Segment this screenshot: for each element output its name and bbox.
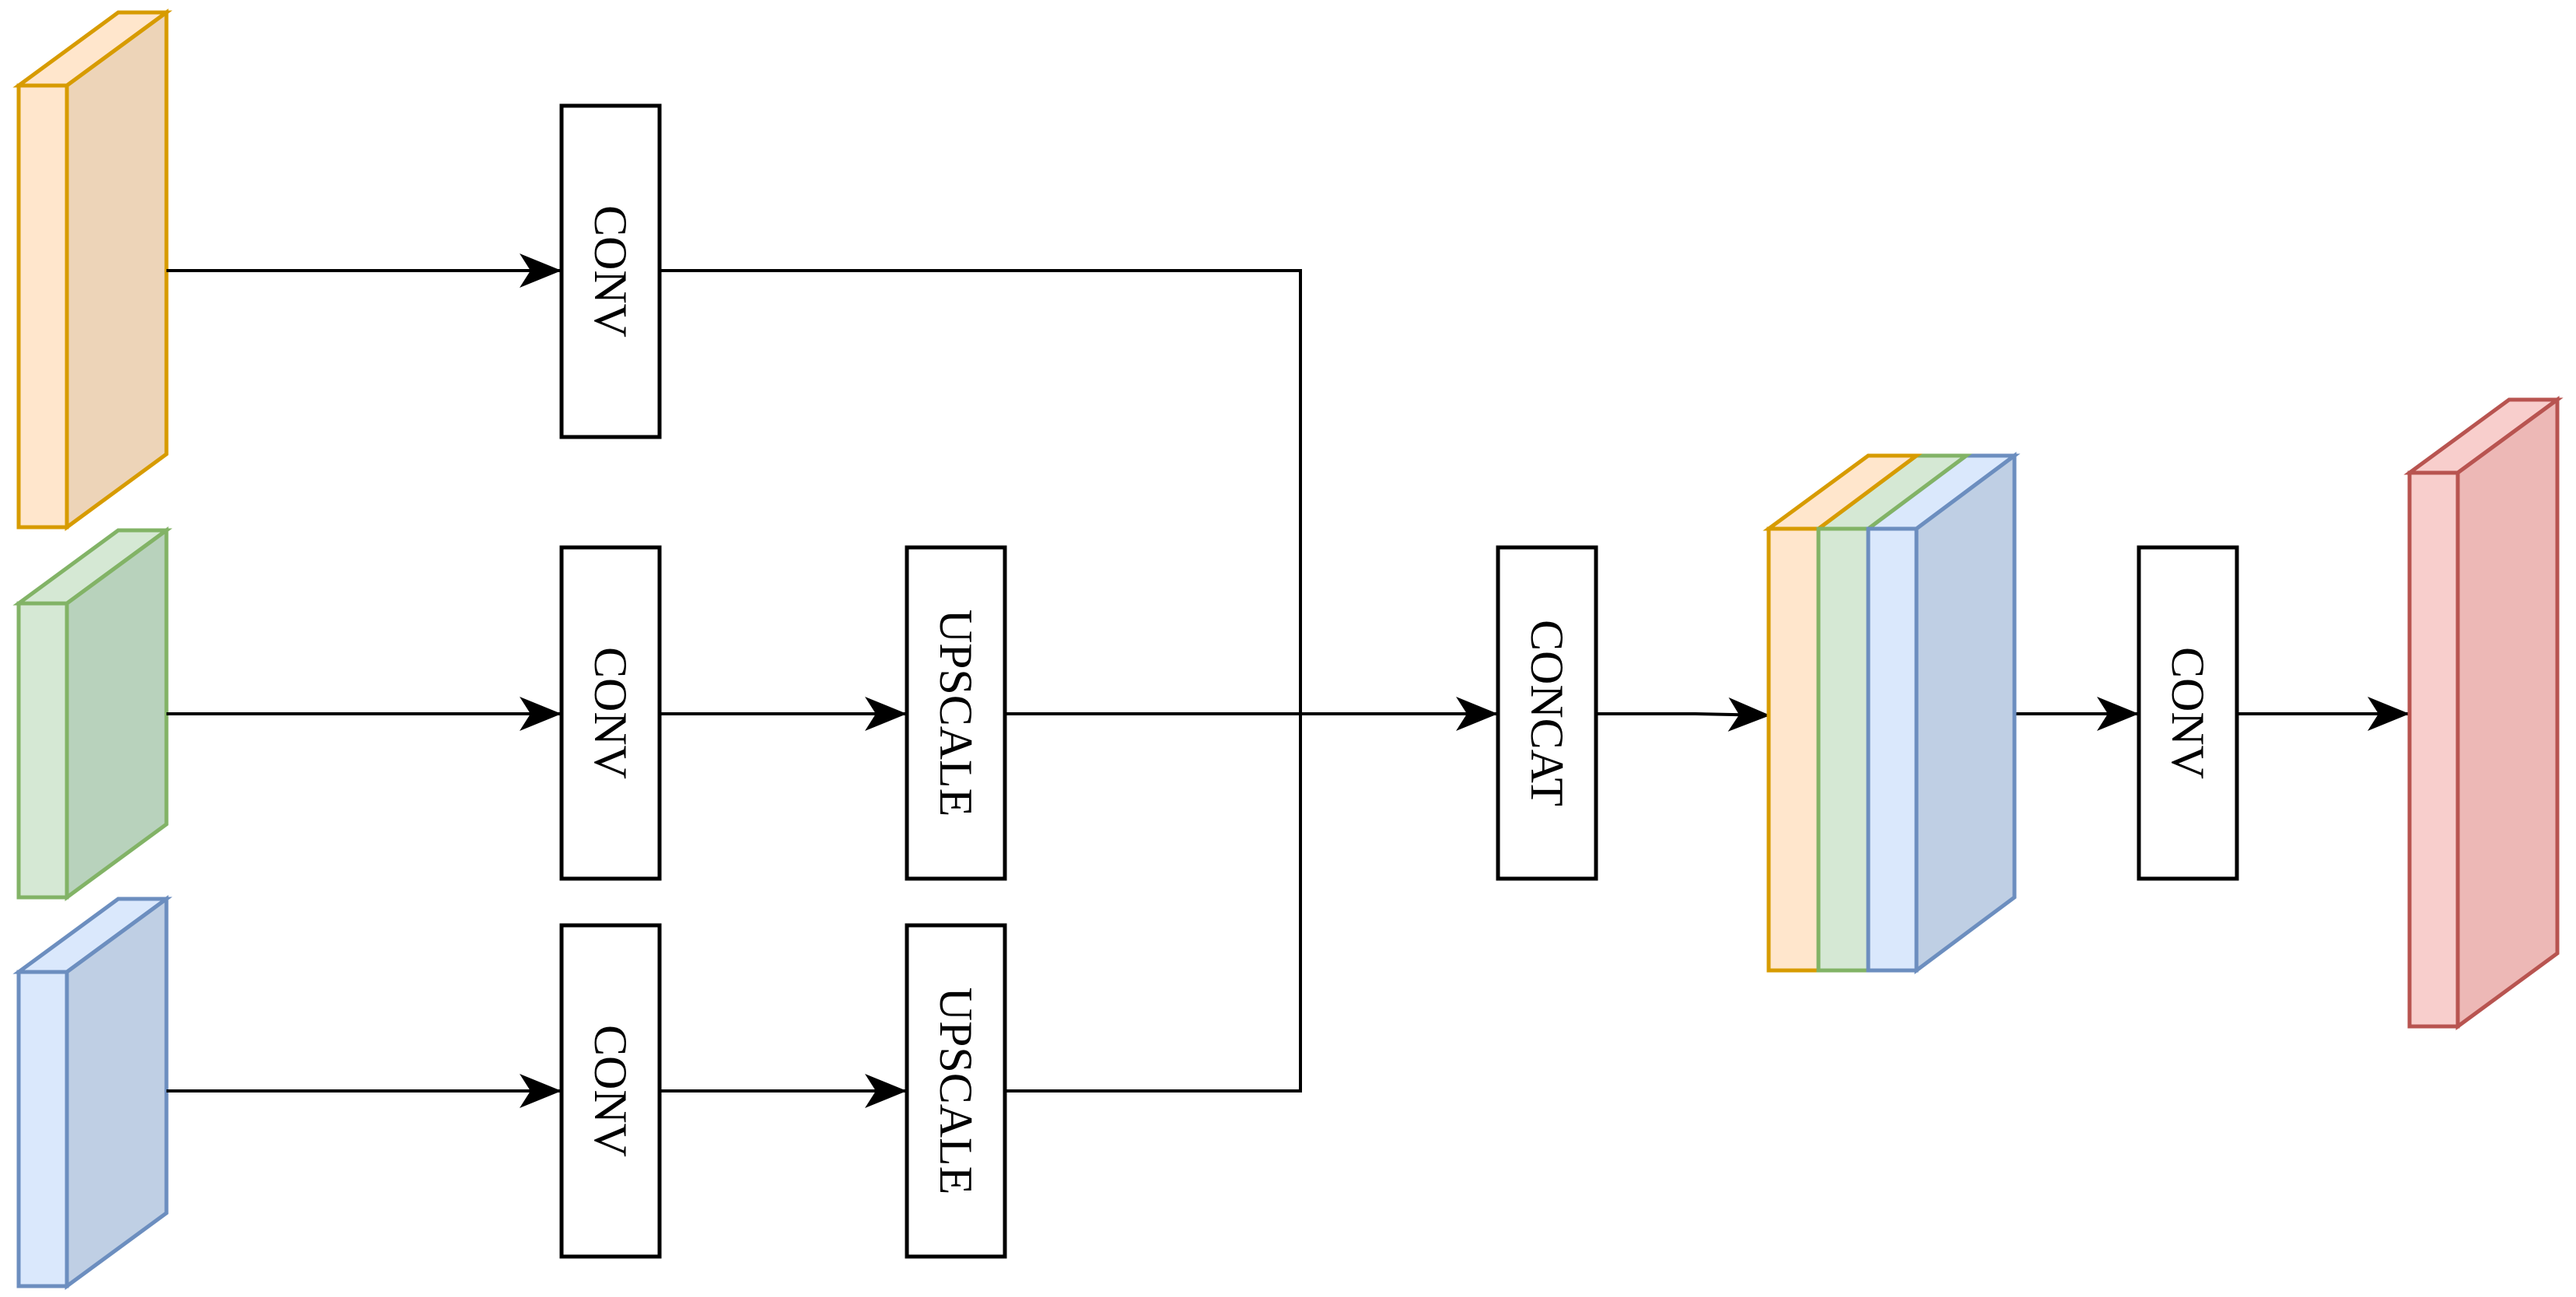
upscale-bot-label: UPSCALE [930,988,982,1195]
conv-block-mid: CONV [559,545,662,881]
edge-concat-to-stack [1596,697,1770,732]
edge-upscale-bot-to-bus [1005,714,1302,1092]
conv-bot-label: CONV [585,1025,636,1157]
concatenated-feature-stack [1762,452,2021,974]
conv-block-out: CONV [2137,545,2239,881]
conv-block-top: CONV [559,103,662,439]
upscale-mid-label: UPSCALE [930,610,982,817]
upscale-block-mid: UPSCALE [905,545,1007,881]
output-feature-map-red [2403,396,2564,1030]
feature-map-blue [12,895,173,1290]
concat-block: CONCAT [1496,545,1598,881]
conv-top-label: CONV [585,205,636,337]
edge-conv-top-to-bus [660,269,1302,714]
upscale-block-bot: UPSCALE [905,923,1007,1259]
conv-mid-label: CONV [585,647,636,779]
feature-map-green [12,526,173,901]
feature-map-orange [12,9,173,531]
conv-out-label: CONV [2162,647,2214,779]
concat-label: CONCAT [1521,620,1573,806]
connectors [166,253,2410,1108]
conv-block-bot: CONV [559,923,662,1259]
